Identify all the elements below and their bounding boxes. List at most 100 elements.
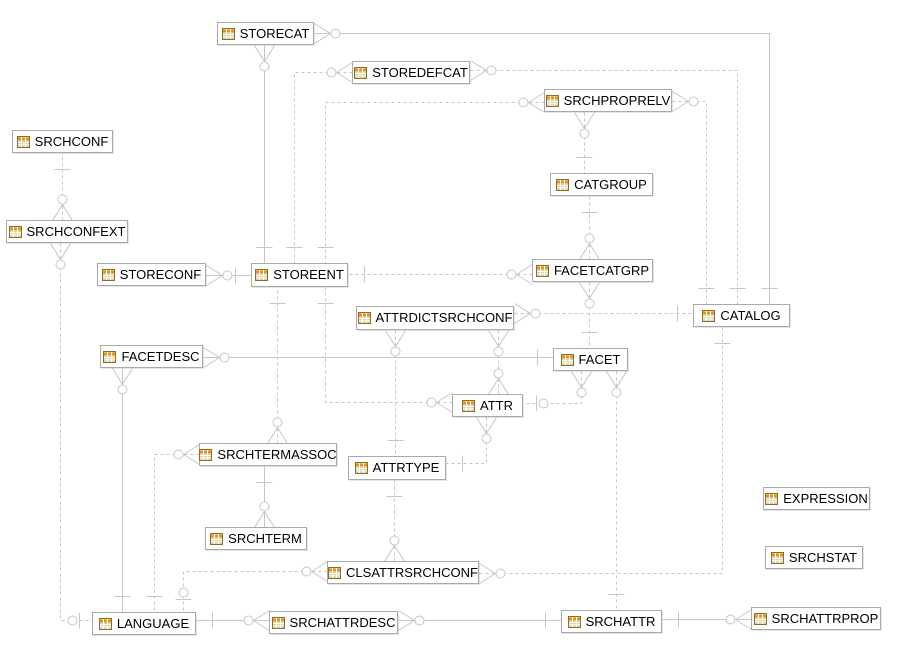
entity-label: STORECAT bbox=[239, 25, 310, 41]
crow-foot bbox=[476, 417, 497, 434]
rel-CLSATTRSRCHCONF-CATALOG bbox=[479, 327, 723, 574]
rel-SRCHCONFEXT-LANGUAGE bbox=[60, 243, 93, 621]
entity-storedefcat[interactable]: STOREDEFCAT bbox=[352, 61, 470, 84]
entity-label: SRCHSTAT bbox=[788, 549, 858, 565]
table-icon bbox=[560, 353, 574, 366]
entity-srchterm[interactable]: SRCHTERM bbox=[205, 527, 307, 550]
optionality-circle bbox=[330, 28, 341, 39]
entity-attrdictsrchconf[interactable]: ATTRDICTSRCHCONF bbox=[356, 306, 514, 330]
table-icon bbox=[103, 350, 117, 363]
optionality-circle bbox=[301, 566, 312, 577]
table-icon bbox=[210, 532, 224, 545]
crow-foot bbox=[254, 511, 275, 528]
crow-foot bbox=[606, 371, 627, 388]
optionality-circle bbox=[173, 449, 184, 460]
entity-srchattrprop[interactable]: SRCHATTRPROP bbox=[751, 607, 881, 630]
crow-foot bbox=[488, 378, 509, 395]
optionality-circle bbox=[495, 568, 506, 579]
entity-label: ATTR bbox=[480, 397, 513, 413]
optionality-circle bbox=[57, 194, 68, 205]
entity-srchconfext[interactable]: SRCHCONFEXT bbox=[6, 220, 128, 243]
optionality-circle bbox=[584, 298, 595, 309]
entity-label: FACETDESC bbox=[121, 348, 200, 364]
crow-foot bbox=[203, 347, 220, 368]
entity-srchconf[interactable]: SRCHCONF bbox=[12, 130, 113, 153]
optionality-circle bbox=[67, 615, 78, 626]
entity-storecat[interactable]: STORECAT bbox=[217, 22, 314, 45]
crow-foot bbox=[50, 243, 71, 260]
rel-SRCHPROPRELV-STOREENT bbox=[325, 102, 545, 264]
crow-foot bbox=[579, 243, 600, 260]
entity-facetcatgrp[interactable]: FACETCATGRP bbox=[532, 259, 653, 282]
rel-ATTR-ATTRTYPE bbox=[446, 417, 487, 464]
table-icon bbox=[462, 399, 475, 412]
crow-foot bbox=[112, 368, 133, 385]
table-icon bbox=[556, 178, 570, 191]
optionality-circle bbox=[688, 96, 699, 107]
entity-catgroup[interactable]: CATGROUP bbox=[550, 173, 653, 196]
entity-language[interactable]: LANGUAGE bbox=[92, 612, 196, 635]
entity-label: STORECONF bbox=[119, 266, 202, 282]
entity-label: ATTRTYPE bbox=[372, 460, 440, 475]
entity-label: STOREDEFCAT bbox=[372, 64, 468, 80]
entity-attr[interactable]: ATTR bbox=[452, 394, 523, 417]
crow-foot bbox=[314, 23, 331, 44]
optionality-circle bbox=[222, 270, 233, 281]
optionality-circle bbox=[579, 128, 590, 139]
entity-label: CATALOG bbox=[720, 307, 781, 323]
crow-foot bbox=[579, 282, 600, 299]
entity-label: FACET bbox=[578, 351, 621, 367]
entity-srchattr[interactable]: SRCHATTR bbox=[561, 610, 662, 633]
crow-foot bbox=[384, 545, 405, 562]
entity-srchtermassoc[interactable]: SRCHTERMASSOC bbox=[199, 443, 337, 466]
crow-foot bbox=[735, 609, 752, 630]
crow-foot bbox=[488, 330, 509, 347]
entity-label: CATGROUP bbox=[574, 176, 647, 192]
crow-foot bbox=[311, 561, 328, 582]
crow-foot bbox=[267, 427, 288, 444]
entity-label: EXPRESSION bbox=[783, 490, 868, 506]
entity-srchstat[interactable]: SRCHSTAT bbox=[765, 546, 863, 569]
optionality-circle bbox=[725, 614, 736, 625]
crow-foot bbox=[479, 563, 496, 584]
entity-label: SRCHPROPRELV bbox=[563, 92, 671, 108]
table-icon bbox=[221, 27, 235, 40]
crow-foot bbox=[672, 91, 689, 112]
table-icon bbox=[16, 135, 30, 148]
table-icon bbox=[765, 492, 779, 505]
entity-facetdesc[interactable]: FACETDESC bbox=[100, 345, 203, 368]
crow-foot bbox=[398, 610, 415, 631]
entity-label: CLSATTRSRCHCONF bbox=[346, 564, 478, 580]
optionality-circle bbox=[426, 397, 437, 408]
crow-foot bbox=[336, 62, 353, 83]
entity-srchproprelv[interactable]: SRCHPROPRELV bbox=[544, 89, 672, 112]
entity-storeconf[interactable]: STORECONF bbox=[97, 263, 206, 286]
table-icon bbox=[328, 566, 342, 579]
rel-CLSATTRSRCHCONF-LANGUAGE bbox=[183, 571, 328, 613]
entity-attrtype[interactable]: ATTRTYPE bbox=[348, 456, 446, 480]
entity-label: SRCHATTRPROP bbox=[771, 610, 879, 626]
optionality-circle bbox=[506, 269, 517, 280]
entity-label: STOREENT bbox=[273, 267, 344, 282]
optionality-circle bbox=[243, 615, 254, 626]
entity-srchattrdesc[interactable]: SRCHATTRDESC bbox=[269, 611, 398, 634]
entity-label: SRCHCONFEXT bbox=[26, 223, 126, 239]
entity-catalog[interactable]: CATALOG bbox=[693, 304, 790, 327]
crow-foot bbox=[385, 330, 406, 347]
crow-foot bbox=[574, 112, 595, 129]
entity-facet[interactable]: FACET bbox=[553, 348, 628, 371]
crow-foot bbox=[253, 610, 270, 631]
rel-FACET-ATTR bbox=[523, 371, 582, 404]
optionality-circle bbox=[518, 97, 529, 108]
optionality-circle bbox=[414, 615, 425, 626]
table-icon bbox=[535, 264, 549, 277]
entity-expression[interactable]: EXPRESSION bbox=[763, 487, 870, 510]
crow-foot bbox=[254, 45, 275, 62]
entity-clsattrsrchconf[interactable]: CLSATTRSRCHCONF bbox=[327, 561, 479, 584]
entity-storeent[interactable]: STOREENT bbox=[251, 263, 348, 287]
optionality-circle bbox=[493, 346, 504, 357]
table-icon bbox=[357, 312, 371, 324]
crow-foot bbox=[436, 392, 453, 413]
crow-foot bbox=[52, 204, 73, 221]
